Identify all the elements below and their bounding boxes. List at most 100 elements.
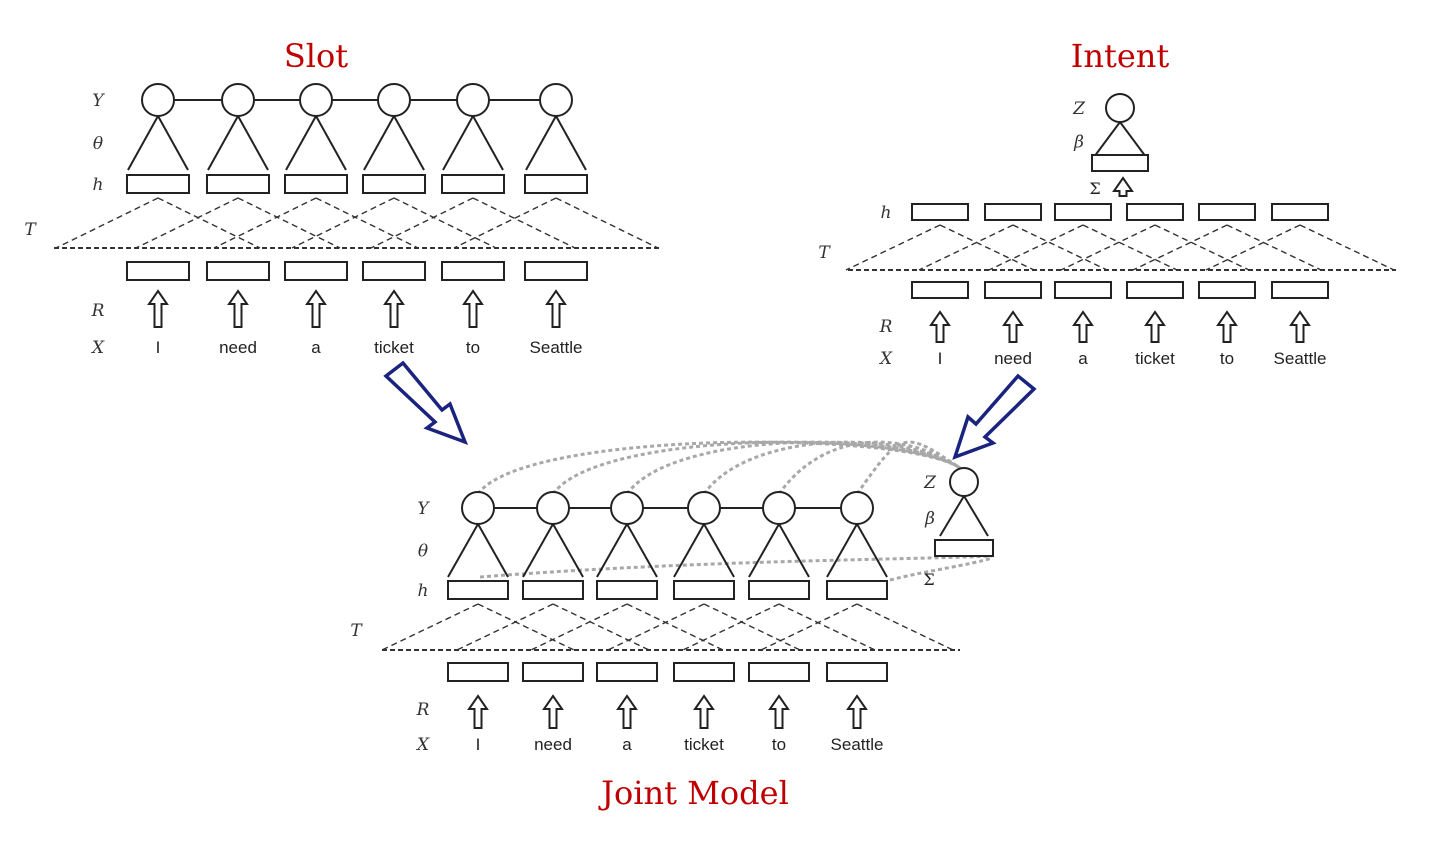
input-word: I xyxy=(476,735,481,754)
theta-edge-right xyxy=(315,115,347,171)
hidden-state-box xyxy=(984,203,1042,221)
transform-link xyxy=(456,603,554,651)
input-arrow xyxy=(768,694,790,729)
transform-link xyxy=(157,197,261,249)
transform-link xyxy=(988,224,1084,271)
beta-edge-right xyxy=(963,495,989,537)
label-beta: β xyxy=(1073,133,1084,153)
intent-sum-box xyxy=(934,539,994,557)
intent-node xyxy=(949,467,979,497)
transform-link xyxy=(453,197,557,249)
embedding-box xyxy=(362,261,426,281)
beta-edge-left xyxy=(939,495,965,537)
input-arrow xyxy=(1144,310,1166,343)
embedding-box xyxy=(984,281,1042,299)
input-arrow xyxy=(147,289,169,328)
joint-link xyxy=(777,440,961,495)
hidden-state-box xyxy=(1198,203,1256,221)
label-t: T xyxy=(818,243,831,263)
input-word: a xyxy=(311,338,321,357)
label-node xyxy=(461,491,495,525)
label-node xyxy=(610,491,644,525)
hidden-state-box xyxy=(1126,203,1184,221)
input-arrow xyxy=(1216,310,1238,343)
transform-link xyxy=(135,197,239,249)
hidden-state-box xyxy=(1054,203,1112,221)
embedding-box xyxy=(596,662,658,682)
label-t: T xyxy=(350,621,363,641)
label-x: X xyxy=(90,338,105,358)
theta-edge-left xyxy=(207,115,239,171)
label-z: Z xyxy=(923,473,937,493)
embedding-box xyxy=(673,662,735,682)
transform-link xyxy=(1082,224,1178,271)
embedding-box xyxy=(1271,281,1329,299)
transform-link xyxy=(760,603,858,651)
transform-link xyxy=(393,197,497,249)
joint-model-title: Joint Model xyxy=(598,774,789,812)
transform-link xyxy=(472,197,576,249)
input-arrow xyxy=(462,289,484,328)
hidden-state-box xyxy=(126,174,190,194)
label-x: X xyxy=(878,349,893,369)
label-theta: θ xyxy=(93,134,103,154)
theta-edge-right xyxy=(703,523,735,578)
embedding-box xyxy=(826,662,888,682)
input-word: need xyxy=(534,735,572,754)
intent-title: Intent xyxy=(1071,37,1170,75)
transform-link xyxy=(703,603,801,651)
input-arrow xyxy=(227,289,249,328)
theta-edge-right xyxy=(477,523,509,578)
hidden-state-box xyxy=(284,174,348,194)
transform-link xyxy=(530,603,628,651)
joint-link xyxy=(551,440,961,495)
input-word: I xyxy=(938,349,943,368)
sum-arrow xyxy=(1112,176,1134,197)
label-h: h xyxy=(93,175,104,195)
intent-sum-box xyxy=(1091,154,1149,172)
joint-link xyxy=(476,440,961,495)
input-arrow xyxy=(693,694,715,729)
embedding-box xyxy=(1054,281,1112,299)
embedding-box xyxy=(748,662,810,682)
input-word: need xyxy=(994,349,1032,368)
label-node xyxy=(377,83,411,117)
transform-link xyxy=(1226,224,1322,271)
embedding-box xyxy=(126,261,190,281)
theta-edge-right xyxy=(393,115,425,171)
transform-link xyxy=(1299,224,1395,271)
theta-edge-left xyxy=(447,523,479,578)
transform-link xyxy=(291,197,395,249)
embedding-box xyxy=(911,281,969,299)
sum-link xyxy=(889,556,993,582)
input-word: to xyxy=(1220,349,1234,368)
label-r: R xyxy=(91,301,105,321)
beta-edge-left xyxy=(1093,121,1121,158)
embedding-box xyxy=(284,261,348,281)
transform-link xyxy=(1060,224,1156,271)
label-beta: β xyxy=(924,509,935,529)
theta-edge-right xyxy=(472,115,504,171)
label-theta: θ xyxy=(418,542,428,562)
transform-link xyxy=(939,224,1035,271)
theta-edge-left xyxy=(826,523,858,578)
input-arrow xyxy=(467,694,489,729)
input-word: a xyxy=(622,735,632,754)
input-arrow xyxy=(929,310,951,343)
theta-edge-left xyxy=(522,523,554,578)
intent-node xyxy=(1105,93,1135,123)
label-node xyxy=(141,83,175,117)
label-r: R xyxy=(879,317,893,337)
transform-link xyxy=(607,603,705,651)
theta-edge-right xyxy=(157,115,189,171)
label-sigma: Σ xyxy=(923,570,934,589)
hidden-state-box xyxy=(911,203,969,221)
theta-edge-right xyxy=(237,115,269,171)
label-node xyxy=(687,491,721,525)
input-arrow xyxy=(542,694,564,729)
label-node xyxy=(536,491,570,525)
label-sigma: Σ xyxy=(1089,179,1100,198)
